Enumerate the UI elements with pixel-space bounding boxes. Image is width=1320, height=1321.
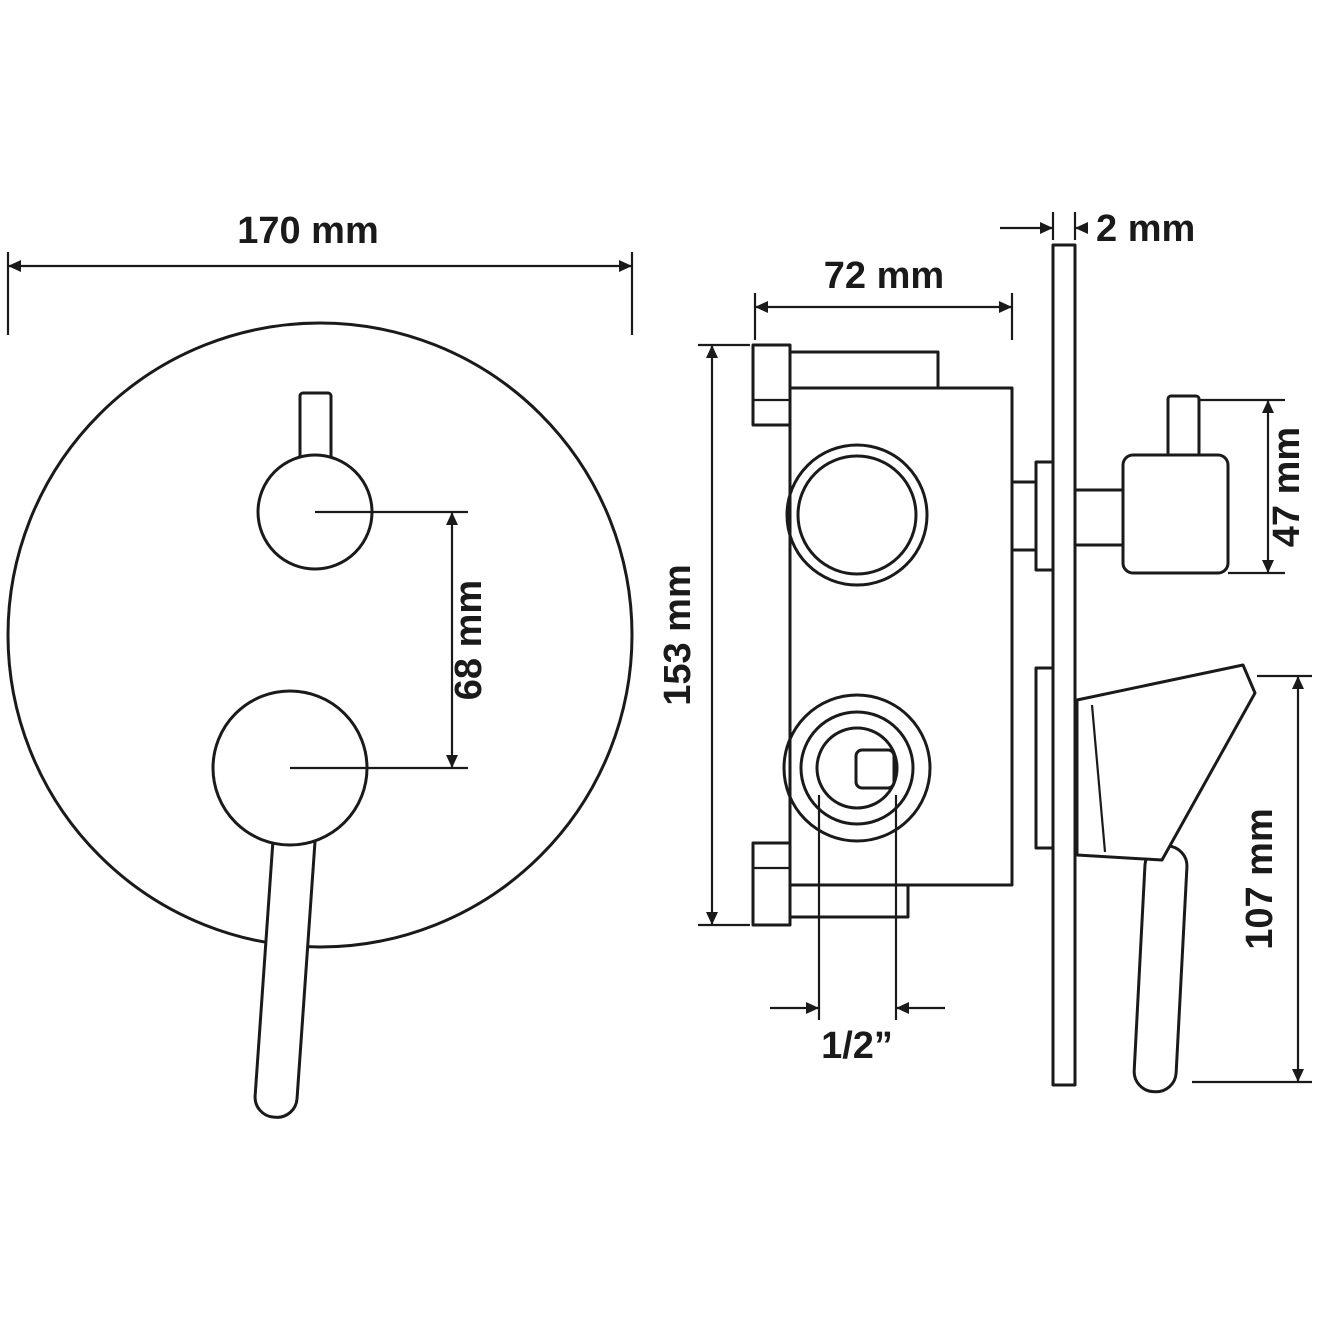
dim-label-body-width: 72 mm xyxy=(824,255,944,297)
valve-body-main xyxy=(788,386,1014,887)
top-handle-shaft-right xyxy=(1073,488,1125,547)
dim-label-plate-thickness: 2 mm xyxy=(1096,208,1195,250)
dim-body-width: 72 mm xyxy=(753,255,1014,340)
dim-top-handle-height: 47 mm xyxy=(1199,398,1308,575)
front-view xyxy=(6,321,634,1119)
dim-label-connection-size: 1/2” xyxy=(821,1025,893,1067)
dim-plate-thickness: 2 mm xyxy=(1000,208,1195,250)
dim-label-top-handle-height: 47 mm xyxy=(1266,427,1308,547)
side-bottom-lever xyxy=(1034,663,1257,1094)
dim-lever-length: 107 mm xyxy=(1192,674,1312,1084)
side-top-handle xyxy=(1010,394,1230,575)
top-handle-knob xyxy=(1121,453,1230,575)
mounting-tab-bottom xyxy=(751,841,792,927)
lower-port-middle-circle xyxy=(799,710,915,826)
bottom-lever-hub xyxy=(1075,663,1257,862)
bottom-lever-bar xyxy=(1132,844,1189,1094)
lower-port-outer-circle xyxy=(782,693,932,843)
front-top-knob-stem xyxy=(298,391,333,465)
upper-port-outer-circle xyxy=(785,443,929,587)
valve-body-bottom-cap xyxy=(788,881,910,919)
mounting-tab-top xyxy=(751,343,792,427)
dim-label-lever-length: 107 mm xyxy=(1239,808,1281,950)
lower-port-square-connector xyxy=(854,748,896,790)
wall-plate xyxy=(1051,243,1077,1087)
side-view xyxy=(751,243,1257,1094)
lower-port-inner-circle xyxy=(815,726,899,810)
valve-body-top-cap xyxy=(788,350,940,392)
dim-body-height: 153 mm xyxy=(657,343,750,927)
dim-label-front-diameter: 170 mm xyxy=(237,210,379,252)
top-handle-flange xyxy=(1034,460,1055,572)
dim-front-diameter: 170 mm xyxy=(6,210,634,335)
front-plate-circle xyxy=(6,321,634,949)
upper-port-inner-circle xyxy=(796,454,918,576)
dim-label-body-height: 153 mm xyxy=(657,564,699,706)
dim-label-knob-spacing: 68 mm xyxy=(448,580,490,700)
valve-body xyxy=(751,343,1014,927)
dim-knob-spacing: 68 mm xyxy=(290,510,490,770)
dim-connection-size: 1/2” xyxy=(770,795,945,1067)
top-handle-stem xyxy=(1166,394,1201,460)
bottom-lever-flange xyxy=(1034,666,1055,850)
